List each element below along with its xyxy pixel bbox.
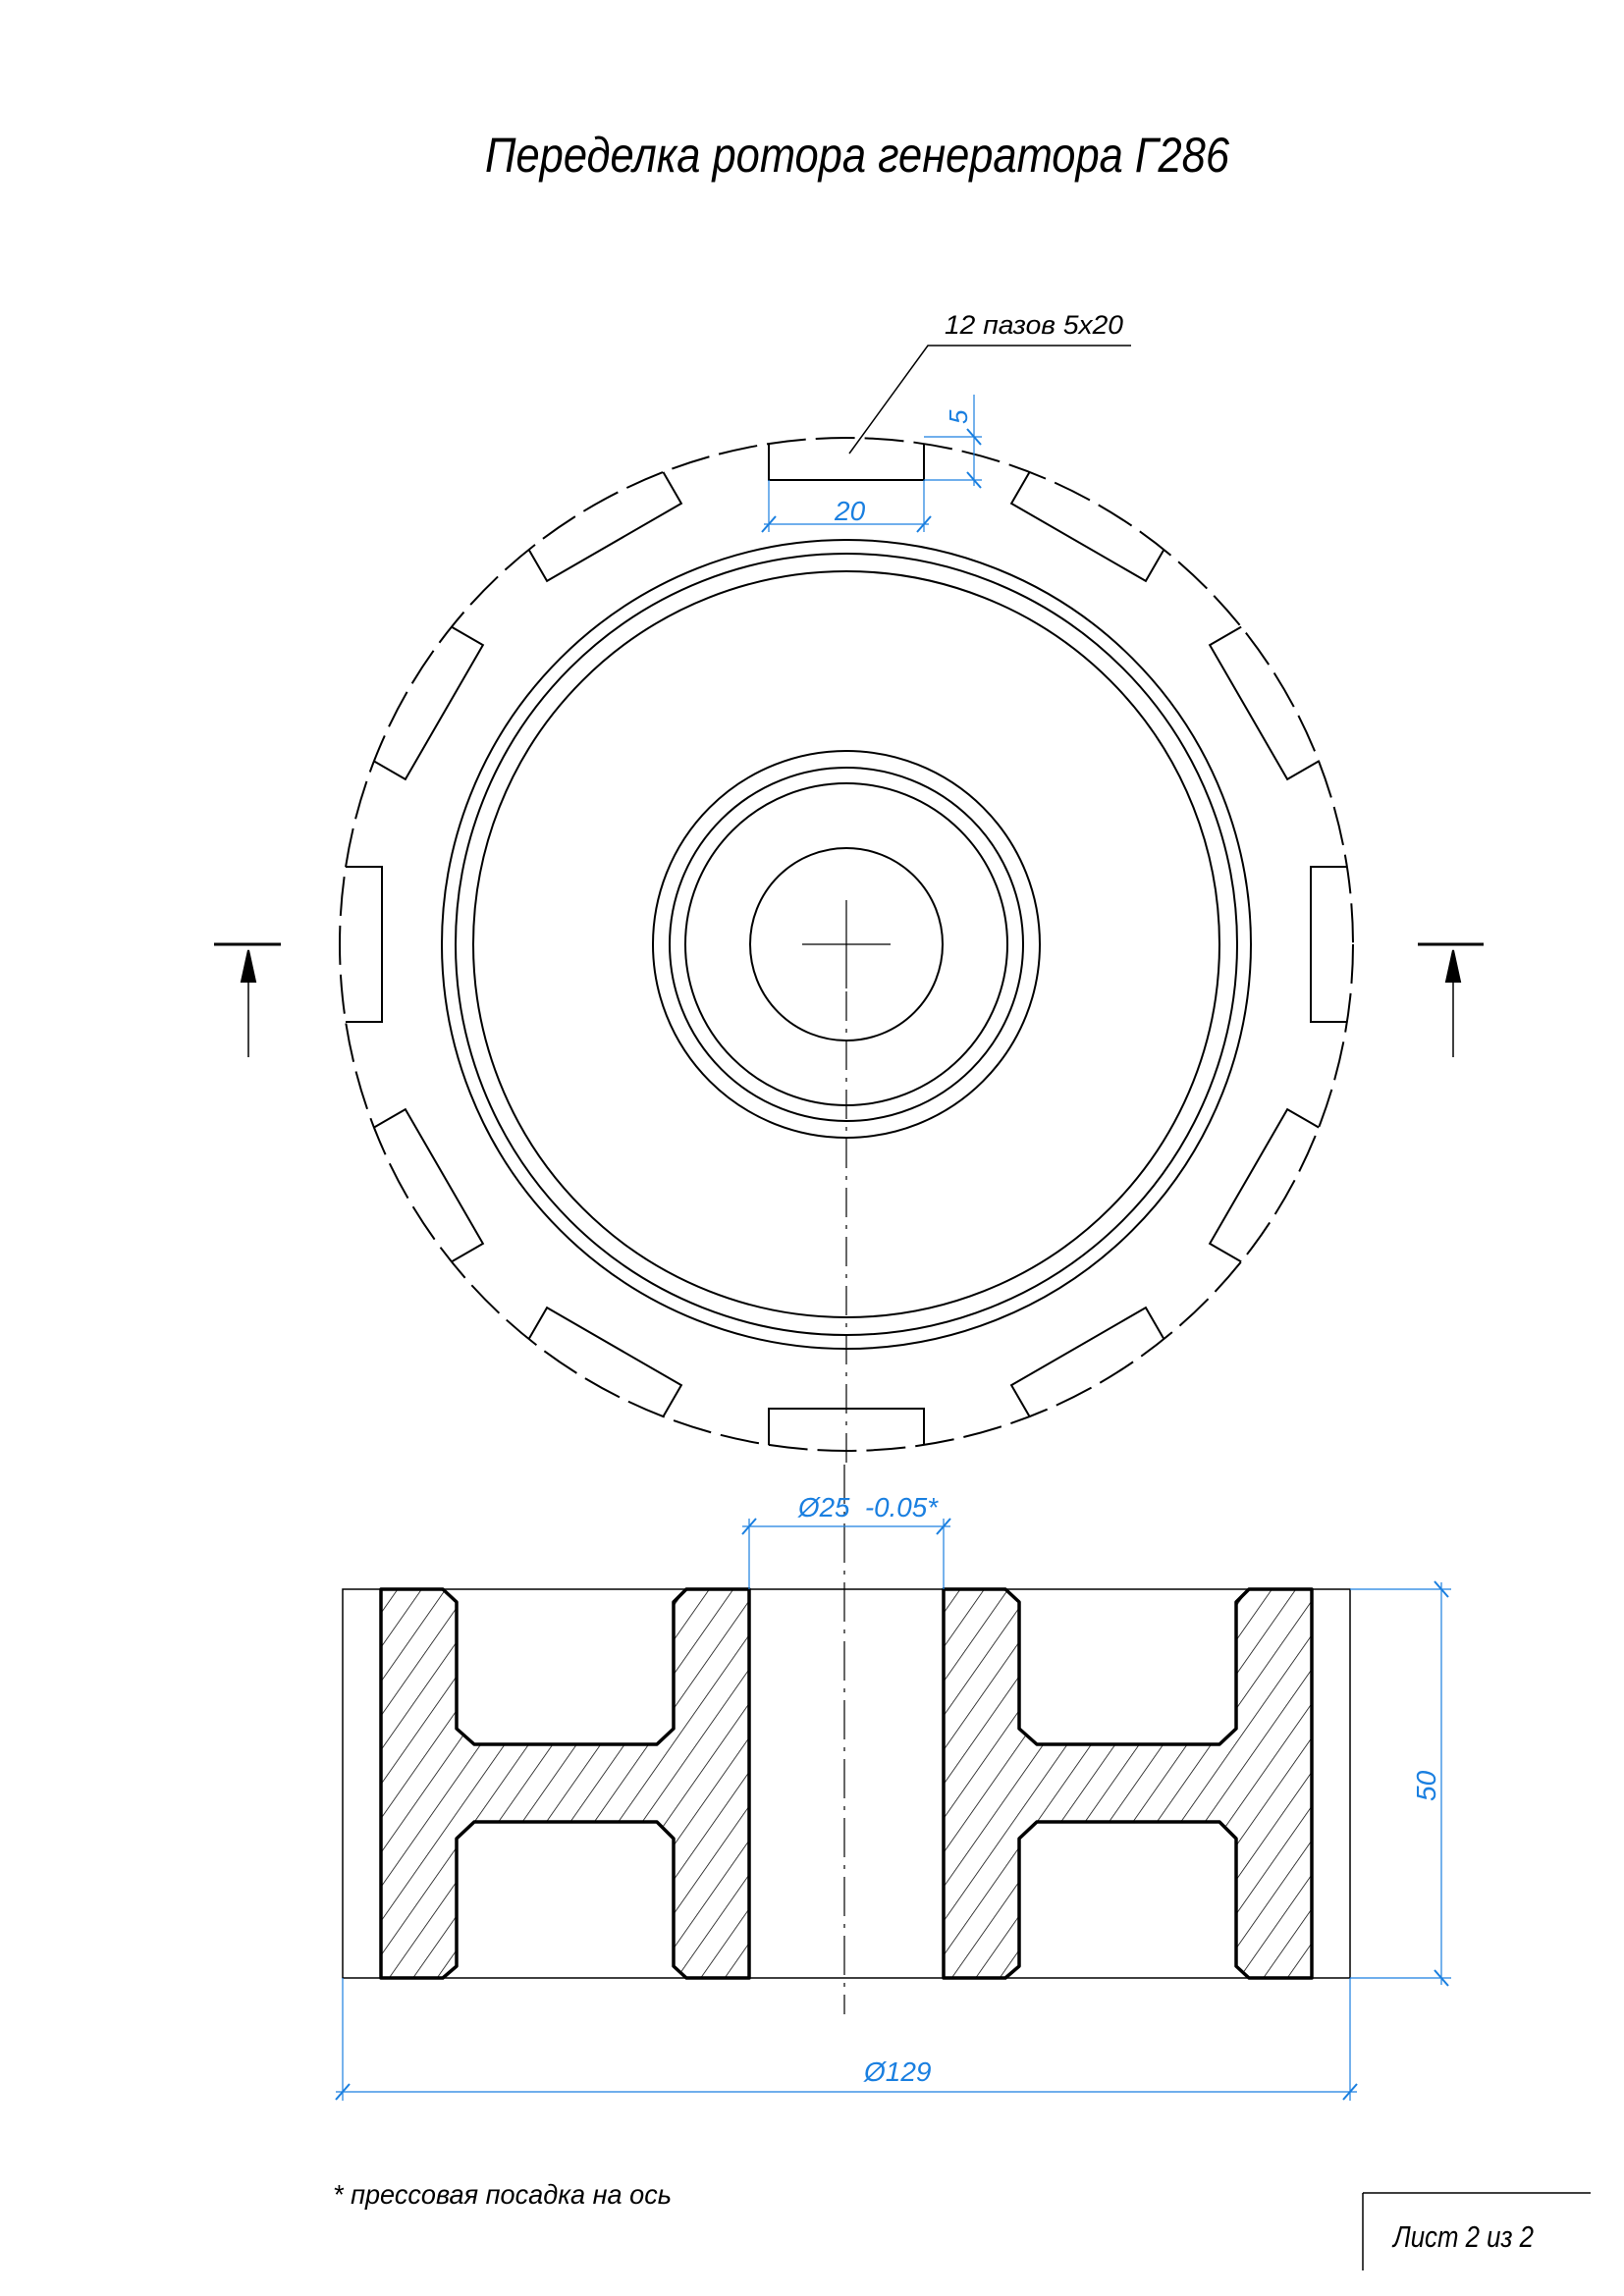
slots bbox=[346, 444, 1347, 1445]
dim-slot-width: 20 bbox=[834, 496, 866, 526]
section-outline bbox=[342, 1588, 1351, 1979]
slot bbox=[527, 1306, 683, 1417]
slot bbox=[1310, 866, 1347, 1023]
section-dimensions bbox=[335, 1518, 1451, 2101]
slot-leader bbox=[848, 345, 1131, 454]
section-left-web bbox=[379, 1587, 751, 1980]
section-right-web bbox=[942, 1587, 1314, 1980]
slot-note: 12 пазов 5x20 bbox=[945, 310, 1123, 340]
title-block bbox=[1362, 2192, 1591, 2270]
dim-slot-depth: 5 bbox=[944, 409, 973, 424]
slot bbox=[527, 471, 683, 583]
section-view bbox=[342, 1465, 1351, 2014]
drawing-title: Переделка ротора генератора Г286 bbox=[485, 128, 1229, 183]
hub-mid bbox=[669, 767, 1024, 1122]
slot bbox=[346, 866, 383, 1023]
slot bbox=[768, 444, 925, 481]
slot bbox=[1208, 625, 1320, 781]
footnote: * прессовая посадка на ось bbox=[333, 2179, 672, 2210]
section-arrow-right bbox=[1418, 942, 1484, 1057]
hub-outer bbox=[652, 750, 1041, 1139]
ring-inner bbox=[472, 570, 1220, 1318]
slot bbox=[1009, 471, 1165, 583]
top-view bbox=[214, 345, 1484, 1465]
slot bbox=[1208, 1107, 1320, 1263]
dim-diameter: Ø129 bbox=[863, 2056, 932, 2087]
sheet-label: Лист 2 из 2 bbox=[1391, 2219, 1534, 2254]
dim-bore: Ø25 -0.05* bbox=[797, 1492, 939, 1522]
slot-dimensions bbox=[761, 395, 982, 533]
slot bbox=[1009, 1306, 1165, 1417]
dim-height: 50 bbox=[1411, 1770, 1441, 1801]
slot bbox=[373, 625, 485, 781]
section-arrow-left bbox=[214, 942, 281, 1057]
slot bbox=[373, 1107, 485, 1263]
